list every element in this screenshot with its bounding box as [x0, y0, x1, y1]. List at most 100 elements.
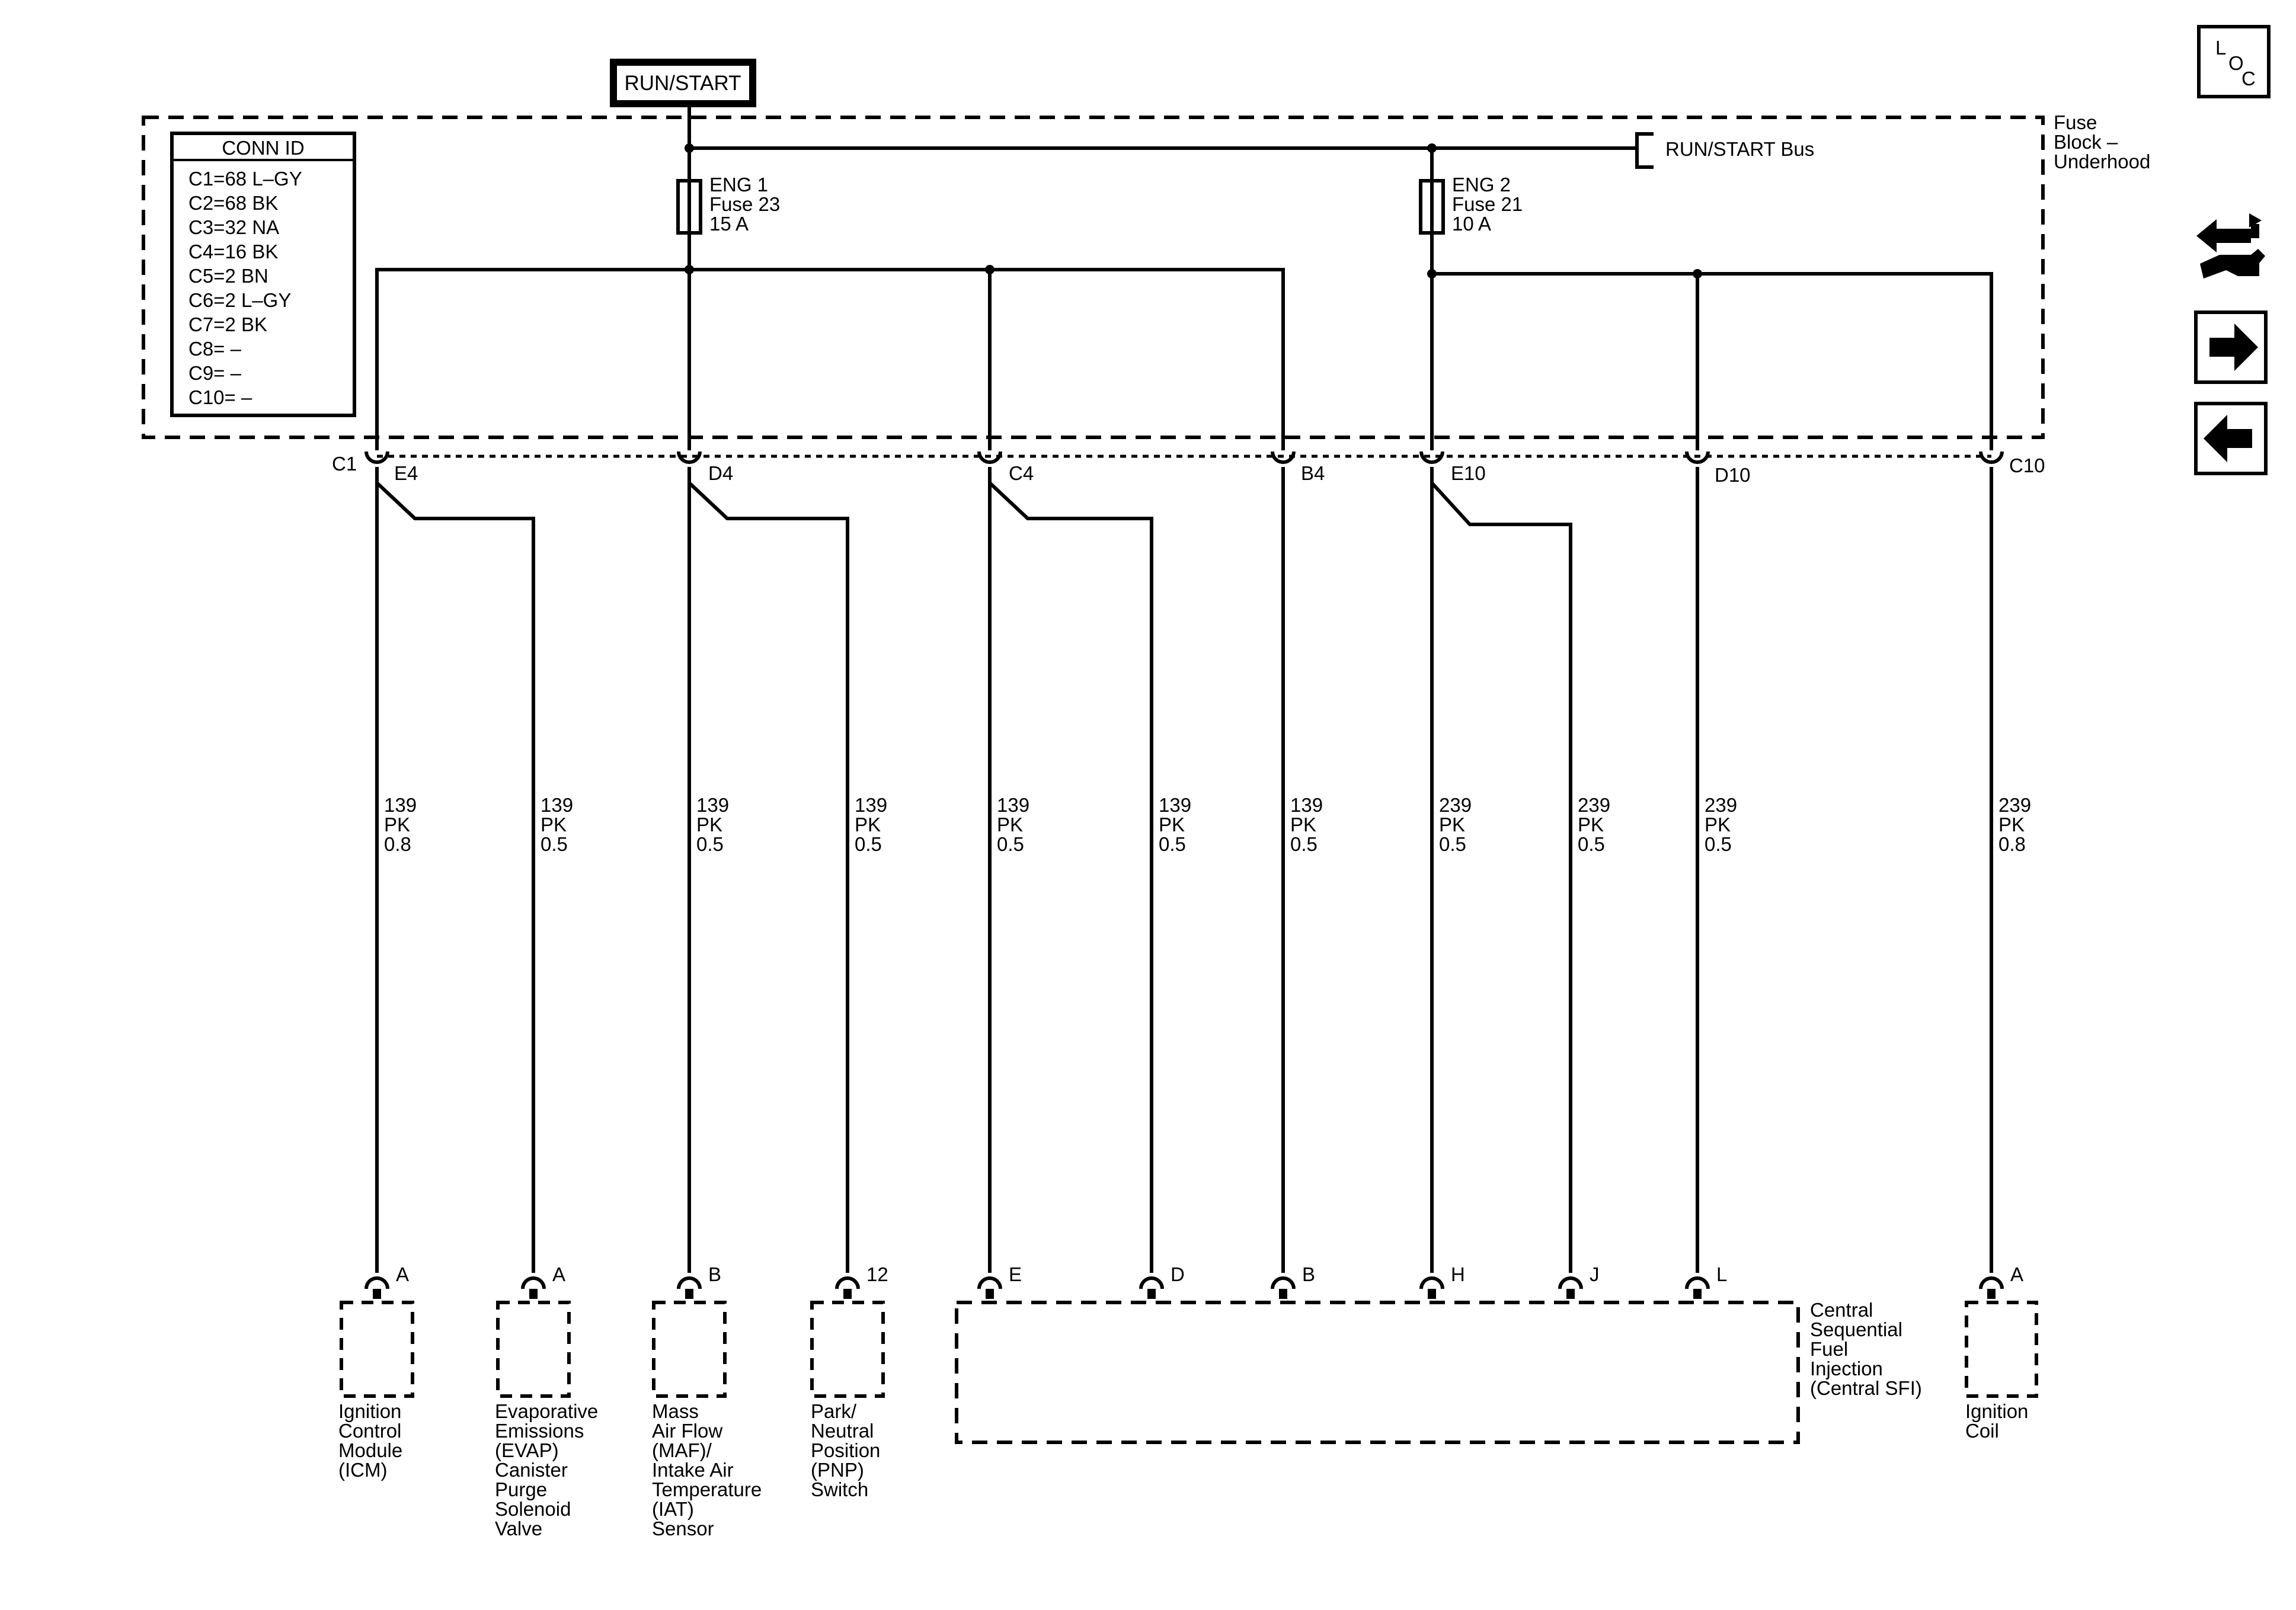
svg-text:Park/: Park/	[811, 1400, 857, 1422]
component-pins	[364, 1276, 2004, 1299]
fuse-eng2: ENG 2 Fuse 21 10 A	[1419, 148, 1523, 274]
svg-text:15 A: 15 A	[709, 213, 749, 235]
pin-label: E4	[394, 462, 418, 484]
wire-label: 139 PK 0.5	[1159, 794, 1191, 855]
component-ignition-coil: Ignition Coil	[1965, 1301, 2038, 1442]
svg-text:139: 139	[1159, 794, 1191, 816]
svg-text:Injection: Injection	[1810, 1358, 1883, 1379]
svg-text:PK: PK	[384, 814, 410, 836]
svg-text:Switch: Switch	[811, 1478, 868, 1500]
run-start-bus: RUN/START Bus	[685, 104, 1814, 169]
pin-label: B	[1302, 1263, 1315, 1285]
harness-wires	[375, 467, 1993, 1273]
fuse-block-label: Fuse Block – Underhood	[2054, 111, 2150, 172]
svg-text:Ignition: Ignition	[1965, 1400, 2028, 1422]
run-start-header: RUN/START	[610, 59, 756, 107]
pin-label: C10	[2009, 454, 2045, 476]
svg-text:0.8: 0.8	[1998, 833, 2026, 855]
svg-text:0.5: 0.5	[1578, 833, 1605, 855]
pin-label: H	[1451, 1263, 1465, 1285]
wire-label: 139 PK 0.5	[541, 794, 573, 855]
svg-text:Temperature: Temperature	[652, 1478, 762, 1500]
arrow-left-icon	[2204, 415, 2252, 462]
svg-text:Canister: Canister	[495, 1459, 568, 1481]
svg-text:PK: PK	[1439, 814, 1465, 836]
wire-label: 239 PK 0.5	[1439, 794, 1472, 855]
svg-text:(IAT): (IAT)	[652, 1498, 694, 1520]
svg-text:(ICM): (ICM)	[338, 1459, 387, 1481]
svg-text:C: C	[2241, 68, 2256, 89]
svg-text:139: 139	[997, 794, 1029, 816]
conn-id-row: C6=2 L–GY	[188, 289, 291, 311]
svg-text:PK: PK	[1159, 814, 1185, 836]
svg-text:(EVAP): (EVAP)	[495, 1439, 559, 1461]
run-start-label: RUN/START	[624, 72, 741, 95]
svg-text:(PNP): (PNP)	[811, 1459, 864, 1481]
conn-id-row: C8= –	[188, 338, 242, 360]
component-pin-labels: A A B 12 E D B H J L A	[396, 1263, 2023, 1285]
svg-text:PK: PK	[1290, 814, 1316, 836]
svg-text:Position: Position	[811, 1439, 880, 1461]
connector-pins	[364, 451, 2004, 464]
svg-text:Air Flow: Air Flow	[652, 1420, 722, 1442]
svg-text:O: O	[2228, 52, 2244, 74]
wire-label: 239 PK 0.5	[1578, 794, 1610, 855]
wire-label: 139 PK 0.8	[384, 794, 417, 855]
arrow-right-icon	[2209, 324, 2258, 371]
wire-label: 139 PK 0.5	[997, 794, 1029, 855]
next-arrow-button[interactable]	[2194, 311, 2268, 384]
svg-text:Solenoid: Solenoid	[495, 1498, 571, 1520]
svg-text:ENG 2: ENG 2	[1452, 174, 1511, 196]
conn-id-row: C7=2 BK	[188, 313, 267, 335]
pin-label: C4	[1009, 462, 1034, 484]
svg-text:139: 139	[1290, 794, 1323, 816]
svg-text:L: L	[2215, 37, 2226, 59]
wire-labels: 139 PK 0.8 139 PK 0.5 139 PK 0.5 139 PK …	[384, 794, 2031, 855]
component-maf-iat-sensor: Mass Air Flow (MAF)/ Intake Air Temperat…	[652, 1301, 762, 1539]
svg-text:10 A: 10 A	[1452, 213, 1491, 235]
svg-text:(Central SFI): (Central SFI)	[1810, 1377, 1922, 1399]
conn-id-row: C3=32 NA	[188, 216, 279, 238]
svg-text:PK: PK	[541, 814, 567, 836]
loc-button[interactable]: L O C	[2197, 25, 2271, 98]
pin-label: B4	[1301, 462, 1325, 484]
svg-text:239: 239	[1705, 794, 1737, 816]
svg-text:Fuse 23: Fuse 23	[709, 193, 780, 215]
svg-text:Central: Central	[1810, 1299, 1873, 1321]
pin-label: J	[1590, 1263, 1600, 1285]
svg-text:PK: PK	[855, 814, 881, 836]
component-central-sfi: Central Sequential Fuel Injection (Centr…	[955, 1299, 1922, 1444]
svg-text:0.5: 0.5	[997, 833, 1024, 855]
svg-text:0.5: 0.5	[1439, 833, 1466, 855]
svg-text:PK: PK	[1705, 814, 1731, 836]
svg-text:0.5: 0.5	[1159, 833, 1186, 855]
conn-id-table: CONN ID C1=68 L–GY C2=68 BK C3=32 NA C4=…	[170, 132, 356, 417]
svg-text:0.5: 0.5	[696, 833, 724, 855]
component-evap-valve: Evaporative Emissions (EVAP) Canister Pu…	[495, 1301, 598, 1539]
conn-id-row: C10= –	[188, 386, 252, 408]
svg-text:139: 139	[541, 794, 573, 816]
svg-text:Control: Control	[338, 1420, 401, 1442]
conn-id-row: C1=68 L–GY	[188, 168, 302, 190]
svg-text:0.5: 0.5	[855, 833, 882, 855]
distribution-bus-1	[375, 265, 1285, 450]
connector-name: C1	[332, 453, 357, 475]
pin-label: A	[552, 1263, 565, 1285]
svg-text:Emissions: Emissions	[495, 1420, 584, 1442]
svg-text:Evaporative: Evaporative	[495, 1400, 598, 1422]
fuse-block-outline	[142, 116, 2045, 439]
svg-text:0.8: 0.8	[384, 833, 411, 855]
svg-text:Underhood: Underhood	[2054, 151, 2150, 172]
svg-text:Neutral: Neutral	[811, 1420, 874, 1442]
svg-text:PK: PK	[1578, 814, 1604, 836]
previous-arrow-button[interactable]	[2194, 402, 2268, 475]
component-pnp-switch: Park/ Neutral Position (PNP) Switch	[810, 1301, 885, 1500]
svg-text:PK: PK	[997, 814, 1023, 836]
svg-text:ENG 1: ENG 1	[709, 174, 768, 196]
fuse-eng1: ENG 1 Fuse 23 15 A	[676, 148, 780, 270]
pin-label: E	[1009, 1263, 1022, 1285]
svg-text:PK: PK	[696, 814, 722, 836]
pin-label: A	[396, 1263, 409, 1285]
svg-text:239: 239	[1439, 794, 1472, 816]
wiring-tools-icon[interactable]	[2196, 213, 2265, 279]
